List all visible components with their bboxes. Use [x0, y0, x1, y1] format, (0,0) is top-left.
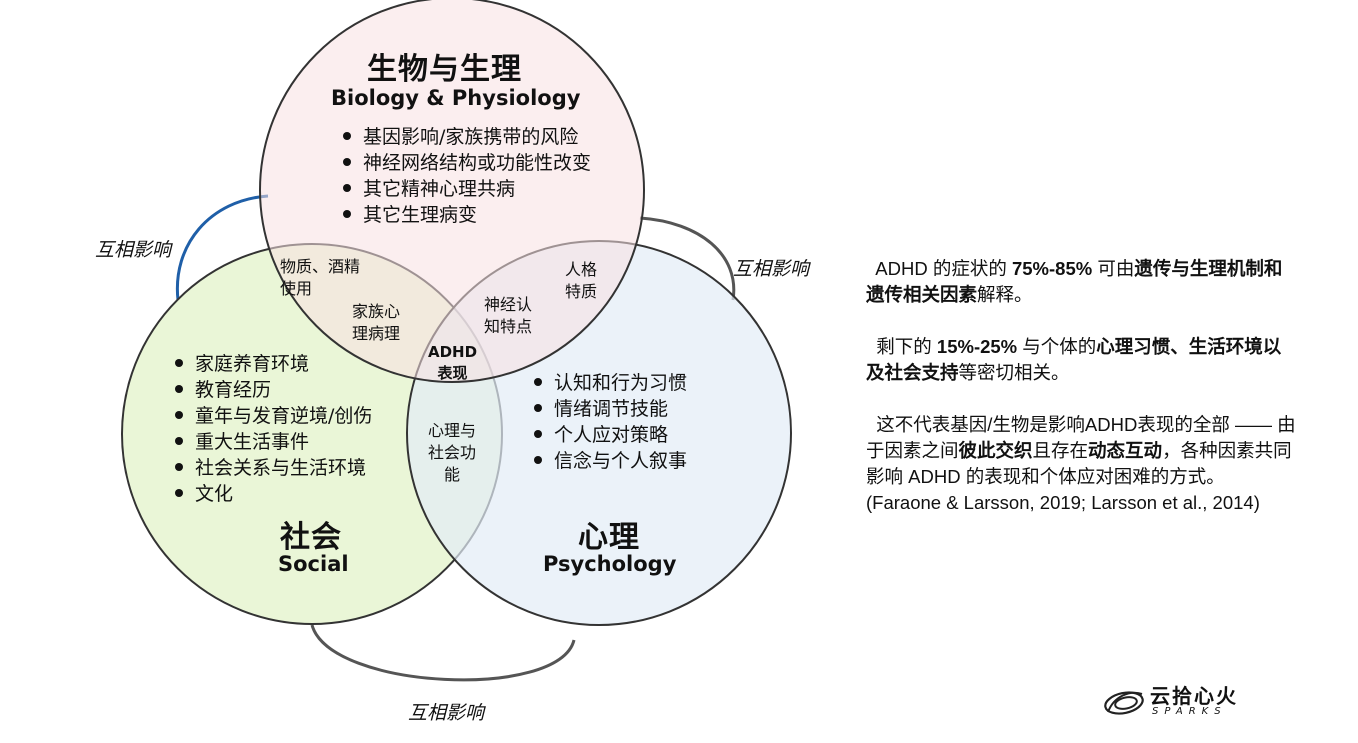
- interaction-arc-social-psych: [310, 624, 576, 682]
- sparks-logo: 云拾心火 SPARKS: [1102, 680, 1262, 724]
- citation: (Faraone & Larsson, 2019; Larsson et al.…: [866, 492, 1260, 513]
- list-item: 其它生理病变: [343, 202, 591, 228]
- social-list: 家庭养育环境 教育经历 童年与发育逆境/创伤 重大生活事件 社会关系与生活环境 …: [175, 351, 372, 507]
- list-item: 童年与发育逆境/创伤: [175, 403, 372, 429]
- list-item: 文化: [175, 481, 372, 507]
- list-item: 个人应对策略: [534, 422, 687, 448]
- logo-text-en: SPARKS: [1152, 706, 1227, 717]
- psychology-title-en: Psychology: [543, 552, 677, 576]
- list-item: 重大生活事件: [175, 429, 372, 455]
- biology-list: 基因影响/家族携带的风险 神经网络结构或功能性改变 其它精神心理共病 其它生理病…: [343, 124, 591, 228]
- interaction-label-bottom: 互相影响: [408, 702, 485, 724]
- psychology-title-cn: 心理: [578, 520, 640, 555]
- list-item: 认知和行为习惯: [534, 370, 687, 396]
- interaction-arc-bio-social: [175, 194, 269, 301]
- list-item: 信念与个人叙事: [534, 448, 687, 474]
- biology-title-cn: 生物与生理: [367, 52, 522, 87]
- list-item: 情绪调节技能: [534, 396, 687, 422]
- list-item: 神经网络结构或功能性改变: [343, 150, 591, 176]
- list-item: 家庭养育环境: [175, 351, 372, 377]
- side-paragraph-1: ADHD 的症状的 75%-85% 可由遗传与生理机制和遗传相关因素解释。: [866, 258, 1283, 305]
- interaction-arc-bio-psych: [639, 216, 736, 301]
- biology-title-en: Biology & Physiology: [331, 86, 581, 110]
- side-paragraph-3: 这不代表基因/生物是影响ADHD表现的全部 —— 由于因素之间彼此交织且存在动态…: [866, 414, 1296, 487]
- overlap-social-psych: 心理与社会功能: [428, 421, 477, 484]
- circle-biology: [259, 0, 645, 383]
- social-title-en: Social: [278, 552, 349, 576]
- interaction-label-left: 互相影响: [95, 239, 172, 261]
- overlap-bio-social-substance: 物质、酒精使用: [280, 257, 361, 298]
- side-explanation: ADHD 的症状的 75%-85% 可由遗传与生理机制和遗传相关因素解释。 剩下…: [866, 256, 1296, 516]
- side-paragraph-2: 剩下的 15%-25% 与个体的心理习惯、生活环境以及社会支持等密切相关。: [866, 336, 1282, 383]
- flame-swirl-icon: [1104, 691, 1144, 715]
- list-item: 其它精神心理共病: [343, 176, 591, 202]
- social-title-cn: 社会: [280, 520, 342, 555]
- list-item: 教育经历: [175, 377, 372, 403]
- list-item: 社会关系与生活环境: [175, 455, 372, 481]
- interaction-label-right: 互相影响: [733, 258, 810, 280]
- list-item: 基因影响/家族携带的风险: [343, 124, 591, 150]
- overlap-bio-psych-personality: 人格特质: [565, 260, 598, 301]
- overlap-bio-social-family: 家族心理病理: [352, 302, 401, 343]
- overlap-bio-psych-neuro: 神经认知特点: [484, 295, 533, 336]
- logo-text-cn: 云拾心火: [1150, 684, 1238, 708]
- psychology-list: 认知和行为习惯 情绪调节技能 个人应对策略 信念与个人叙事: [534, 370, 687, 474]
